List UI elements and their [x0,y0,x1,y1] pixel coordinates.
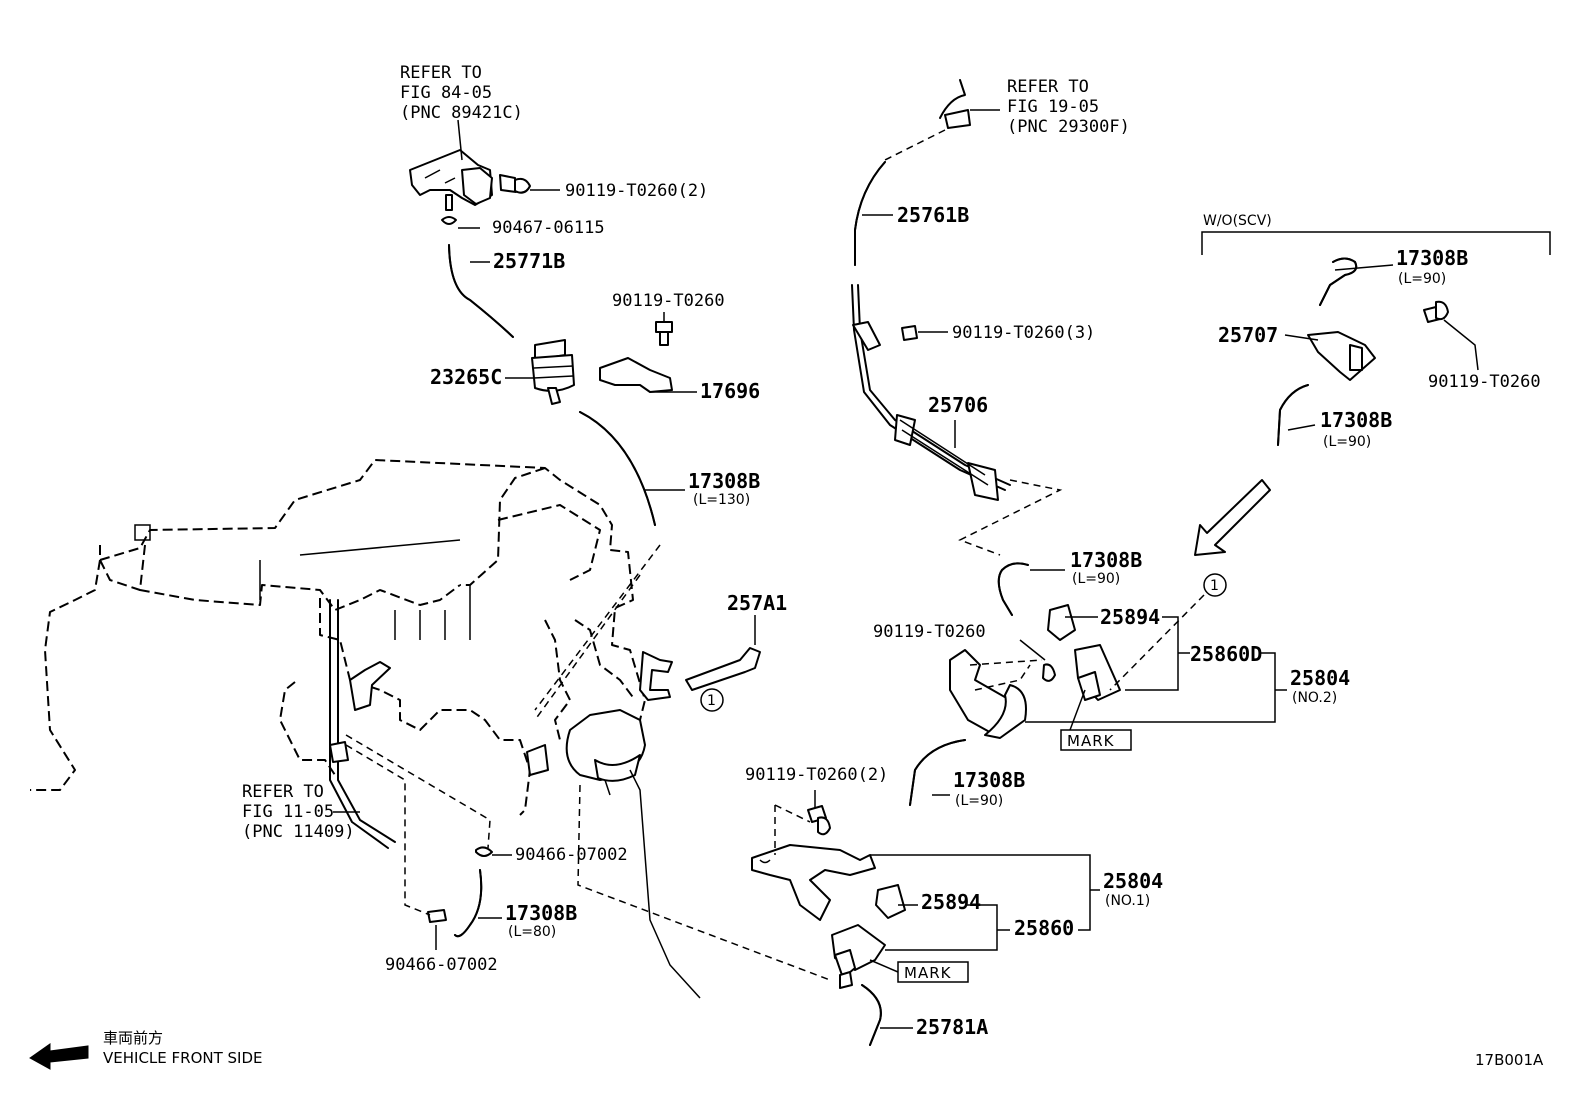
label-25781A: 25781A [916,1015,988,1039]
label-25894-lower: 25894 [921,890,981,914]
label-mark-lower: MARK [904,964,952,982]
mark-box-upper [1060,729,1132,751]
front-direction-arrow-icon [29,1043,89,1070]
vsv-filter-23265C [531,339,575,405]
ref-fig84-line3: (PNC 89421C) [400,103,523,123]
label-25771B: 25771B [493,249,565,273]
label-l90-low: (L=90) [955,793,1003,809]
ref-fig11-line3: (PNC 11409) [242,822,355,842]
label-90466-b: 90466-07002 [385,955,498,975]
label-23265C: 23265C [430,365,502,389]
label-25804-no1: 25804 [1103,869,1163,893]
vsv-no1-assembly [751,804,906,1046]
pipe-25706 [851,284,1063,556]
circle-text-b: 1 [1210,578,1219,594]
diagram-code: 17B001A [1475,1051,1544,1069]
hose-257A1 [685,647,761,691]
labels: REFER TO FIG 84-05 (PNC 89421C) 90119-T0… [242,63,1541,1039]
pipe-25761B [854,79,971,266]
label-25804-no2: 25804 [1290,666,1350,690]
label-257A1: 257A1 [727,591,787,615]
label-90119-2b: 90119-T0260(2) [745,765,888,785]
label-17308B-130: 17308B [688,469,760,493]
ref-fig84-line2: FIG 84-05 [400,83,492,103]
label-90119-b: 90119-T0260 [873,622,986,642]
label-25761B: 25761B [897,203,969,227]
bracket-17696 [599,321,673,393]
reference-circle-a [700,688,724,712]
label-17308B-80: 17308B [505,901,577,925]
reference-circle-b [1203,573,1227,597]
label-25894-upper: 25894 [1100,605,1160,629]
label-25860D: 25860D [1190,642,1262,666]
wo-scv-group [1194,231,1551,556]
clamp-and-hose-lower-left [427,846,493,938]
label-25707: 25707 [1218,323,1278,347]
ref-fig19-line2: FIG 19-05 [1007,97,1099,117]
ref-fig11-line2: FIG 11-05 [242,802,334,822]
label-90119-2a: 90119-T0260(2) [565,181,708,201]
label-no2: (NO.2) [1292,690,1337,706]
circle-text-a: 1 [707,693,716,709]
ref-fig19-line3: (PNC 29300F) [1007,117,1130,137]
label-90119-scv: 90119-T0260 [1428,372,1541,392]
ref-fig84-line1: REFER TO [400,63,482,83]
label-90467: 90467-06115 [492,218,605,238]
label-l80: (L=80) [508,924,556,940]
ref-fig19-line1: REFER TO [1007,77,1089,97]
direction-arrow-icon [1194,479,1271,556]
label-17308B-scv1: 17308B [1396,246,1468,270]
label-l130: (L=130) [693,492,750,508]
label-17696: 17696 [700,379,760,403]
label-90119-3: 90119-T0260(3) [952,323,1095,343]
hose-17308B-130 [579,411,656,526]
label-25860: 25860 [1014,916,1074,940]
label-90119-a: 90119-T0260 [612,291,725,311]
footer-jp-text: 車両前方 [103,1029,163,1047]
pressure-sensor-assembly [409,149,531,225]
ref-fig11-line1: REFER TO [242,782,324,802]
label-17308B-low: 17308B [953,768,1025,792]
label-l90-mid: (L=90) [1072,571,1120,587]
label-mark-upper: MARK [1067,732,1115,750]
label-25706: 25706 [928,393,988,417]
vsv-no2-assembly [949,562,1205,739]
engine-outline [30,459,701,999]
label-17308B-scv2: 17308B [1320,408,1392,432]
footer: 車両前方 VEHICLE FRONT SIDE 17B001A [29,1029,1544,1070]
label-no1: (NO.1) [1105,893,1150,909]
connector-lines-left [345,544,831,981]
footer-en-text: VEHICLE FRONT SIDE [103,1049,263,1067]
label-90466-a: 90466-07002 [515,845,628,865]
label-l90-scv1: (L=90) [1398,271,1446,287]
leader-lines [333,109,1479,1029]
label-17308B-mid: 17308B [1070,548,1142,572]
mark-box-lower [897,961,969,983]
label-wo-scv: W/O(SCV) [1203,213,1272,229]
label-l90-scv2: (L=90) [1323,434,1371,450]
